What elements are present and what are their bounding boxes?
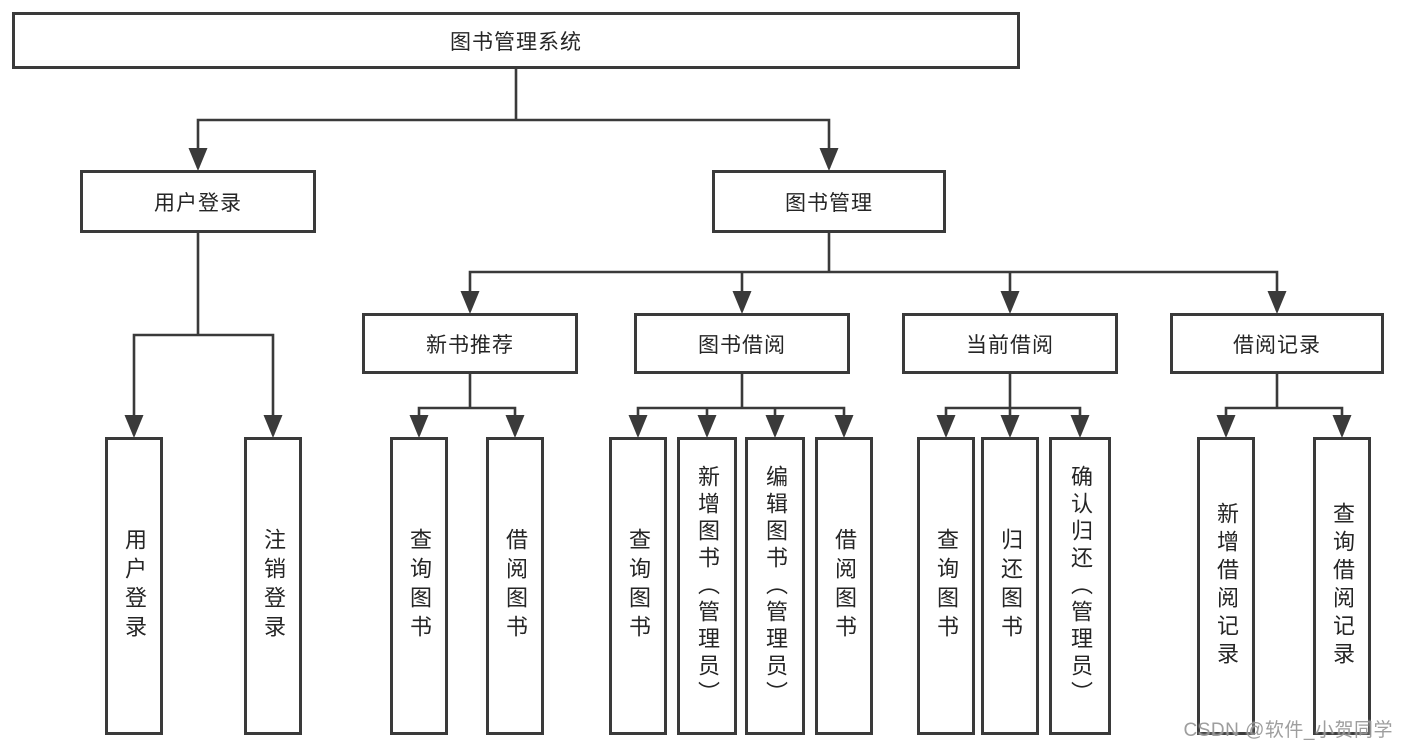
- leaf-add-borrow-record: 新增借阅记录: [1197, 437, 1255, 735]
- leaf-query-borrow-record: 查询借阅记录: [1313, 437, 1371, 735]
- leaf-borrow-books-borrowing: 借阅图书: [815, 437, 873, 735]
- leaf-borrow-books-recommend: 借阅图书: [486, 437, 544, 735]
- leaf-edit-book-admin: 编辑图书（管理员）: [745, 437, 805, 735]
- leaf-query-books-current: 查询图书: [917, 437, 975, 735]
- leaf-logout: 注销登录: [244, 437, 302, 735]
- leaf-confirm-return-admin: 确认归还（管理员）: [1049, 437, 1111, 735]
- node-user-login: 用户登录: [80, 170, 316, 233]
- node-book-borrowing: 图书借阅: [634, 313, 850, 374]
- node-borrowing-records: 借阅记录: [1170, 313, 1384, 374]
- node-new-book-recommendation: 新书推荐: [362, 313, 578, 374]
- node-book-management: 图书管理: [712, 170, 946, 233]
- node-library-management-system: 图书管理系统: [12, 12, 1020, 69]
- leaf-return-books: 归还图书: [981, 437, 1039, 735]
- leaf-add-book-admin: 新增图书（管理员）: [677, 437, 737, 735]
- csdn-watermark: CSDN @软件_小贺同学: [1183, 720, 1393, 741]
- leaf-query-books-recommend: 查询图书: [390, 437, 448, 735]
- node-current-borrowing: 当前借阅: [902, 313, 1118, 374]
- leaf-user-login: 用户登录: [105, 437, 163, 735]
- leaf-query-books-borrowing: 查询图书: [609, 437, 667, 735]
